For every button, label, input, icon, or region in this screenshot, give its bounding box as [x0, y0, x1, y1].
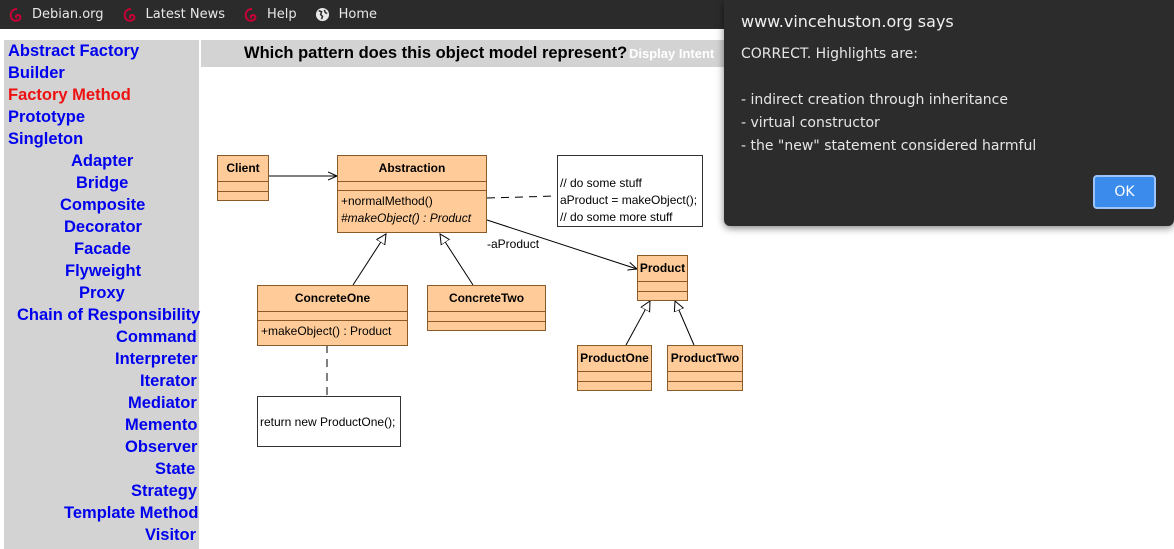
class-divider	[258, 320, 407, 321]
alert-dialog: www.vincehuston.org says CORRECT. Highli…	[724, 0, 1174, 226]
class-divider	[218, 181, 268, 182]
note-client-code: // do some stuff aProduct = makeObject()…	[557, 155, 703, 227]
debian-swirl-icon	[122, 7, 138, 23]
pattern-link-facade[interactable]: Facade	[74, 240, 131, 258]
pattern-link-command[interactable]: Command	[116, 328, 197, 346]
pattern-link-interpreter[interactable]: Interpreter	[115, 350, 198, 368]
bookmark-label: Debian.org	[32, 7, 104, 22]
pattern-link-observer[interactable]: Observer	[125, 438, 198, 456]
pattern-link-bridge[interactable]: Bridge	[76, 174, 129, 192]
question-text: Which pattern does this object model rep…	[244, 44, 628, 62]
class-concrete-two: ConcreteTwo	[427, 285, 546, 331]
dialog-message-line: - virtual constructor	[741, 115, 880, 131]
dialog-title: www.vincehuston.org says	[741, 12, 954, 31]
class-divider	[638, 281, 687, 282]
note-line: // do some stuff	[560, 176, 642, 190]
class-divider	[578, 381, 651, 382]
pattern-link-memento[interactable]: Memento	[125, 416, 198, 434]
class-abstraction: Abstraction +normalMethod() #makeObject(…	[337, 155, 487, 233]
pattern-link-builder[interactable]: Builder	[8, 64, 65, 82]
bookmark-debian-org[interactable]: Debian.org	[8, 7, 104, 23]
question-bar: Which pattern does this object model rep…	[201, 40, 724, 67]
pattern-link-flyweight[interactable]: Flyweight	[65, 262, 142, 280]
pattern-link-visitor[interactable]: Visitor	[145, 526, 197, 544]
class-divider	[668, 381, 742, 382]
class-name: ProductTwo	[670, 351, 740, 365]
class-name: ProductOne	[580, 351, 649, 365]
bookmark-home[interactable]: Home	[315, 7, 377, 23]
debian-swirl-icon	[243, 7, 259, 23]
debian-swirl-icon	[8, 7, 24, 23]
bookmark-label: Latest News	[145, 7, 225, 22]
note-line: // do some more stuff	[560, 210, 673, 224]
pattern-link-chain-of-responsibility[interactable]: Chain of Responsibility	[17, 306, 201, 324]
bookmark-label: Home	[338, 7, 378, 22]
class-client: Client	[217, 155, 269, 201]
class-divider	[638, 291, 687, 292]
pattern-link-state[interactable]: State	[155, 460, 196, 478]
class-product: Product	[637, 255, 688, 301]
class-divider	[338, 181, 486, 182]
operation-make-object: #makeObject() : Product	[341, 211, 472, 225]
pattern-link-decorator[interactable]: Decorator	[64, 218, 142, 236]
globe-icon	[315, 7, 331, 23]
dialog-message-line: - the "new" statement considered harmful	[741, 138, 1037, 154]
note-concrete-code: return new ProductOne();	[257, 396, 401, 447]
operation-make-object: +makeObject() : Product	[261, 324, 392, 338]
bookmark-latest-news[interactable]: Latest News	[122, 7, 225, 23]
pattern-link-composite[interactable]: Composite	[60, 196, 146, 214]
pattern-link-prototype[interactable]: Prototype	[8, 108, 86, 126]
class-product-two: ProductTwo	[667, 345, 743, 391]
pattern-list	[4, 40, 199, 549]
pattern-link-adapter[interactable]: Adapter	[71, 152, 134, 170]
class-divider	[428, 321, 545, 322]
association-role-label: -aProduct	[487, 237, 540, 251]
class-divider	[668, 371, 742, 372]
bookmark-help[interactable]: Help	[243, 7, 297, 23]
class-name: Abstraction	[378, 161, 446, 175]
note-line: aProduct = makeObject();	[560, 193, 698, 207]
class-divider	[258, 311, 407, 312]
pattern-link-template-method[interactable]: Template Method	[64, 504, 199, 522]
pattern-link-mediator[interactable]: Mediator	[128, 394, 197, 412]
pattern-link-singleton[interactable]: Singleton	[8, 130, 84, 148]
class-divider	[578, 371, 651, 372]
class-name: ConcreteOne	[294, 291, 371, 305]
dialog-message-line: - indirect creation through inheritance	[741, 92, 1008, 108]
class-divider	[428, 311, 545, 312]
class-divider	[218, 191, 268, 192]
operation-normal-method: +normalMethod()	[341, 194, 433, 208]
dialog-message-line: CORRECT. Highlights are:	[741, 46, 918, 62]
class-name: ConcreteTwo	[448, 291, 525, 305]
pattern-link-iterator[interactable]: Iterator	[140, 372, 197, 390]
bookmark-label: Help	[266, 7, 297, 22]
class-divider	[338, 190, 486, 191]
class-name: Product	[639, 261, 686, 275]
class-product-one: ProductOne	[577, 345, 652, 391]
class-concrete-one: ConcreteOne +makeObject() : Product	[257, 285, 408, 346]
pattern-link-factory-method[interactable]: Factory Method	[8, 86, 131, 104]
ok-button[interactable]: OK	[1093, 175, 1156, 209]
note-line: return new ProductOne();	[260, 415, 396, 429]
class-name: Client	[226, 161, 260, 175]
pattern-link-proxy[interactable]: Proxy	[79, 284, 125, 302]
pattern-link-strategy[interactable]: Strategy	[131, 482, 198, 500]
display-intent-link[interactable]: Display Intent	[629, 46, 715, 61]
pattern-link-abstract-factory[interactable]: Abstract Factory	[8, 42, 140, 60]
